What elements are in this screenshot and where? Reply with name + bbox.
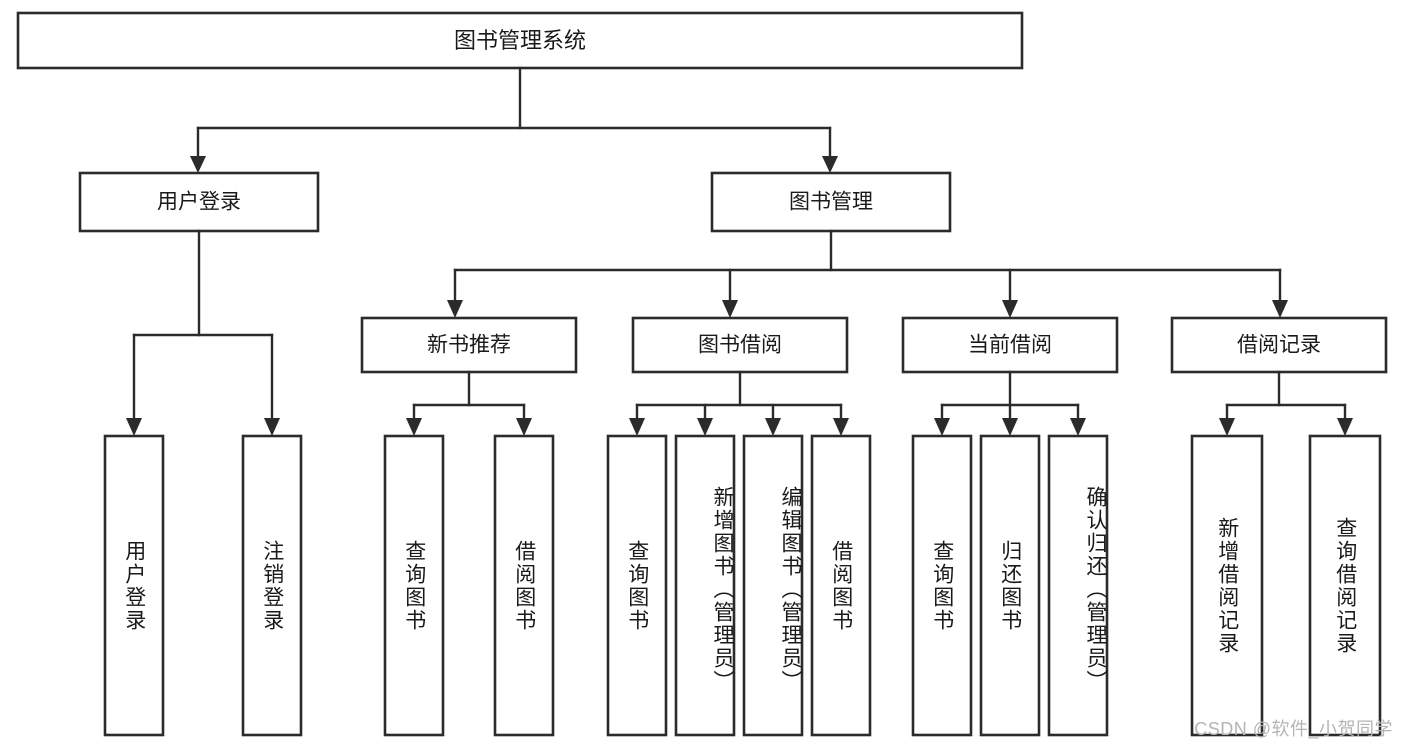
node-new-book-recommend[interactable]: 新书推荐 — [360, 316, 578, 374]
node-user-login-box[interactable] — [78, 171, 320, 233]
leaf-box-current-borrow-0[interactable] — [911, 434, 973, 737]
node-current-borrow-label: 当前借阅 — [968, 334, 1052, 357]
node-borrow-record[interactable]: 借阅记录 — [1170, 316, 1388, 374]
arrow-head-icon — [1219, 418, 1235, 436]
leaf-box-book-borrow-0[interactable] — [606, 434, 668, 737]
leaf-box-user-login-1[interactable] — [241, 434, 303, 737]
connector-root-to-level2 — [190, 66, 838, 173]
connector-user-login-to-leaves — [126, 229, 280, 436]
node-book-borrow-label: 图书借阅 — [698, 334, 782, 357]
arrow-head-icon — [190, 156, 206, 173]
arrow-head-icon — [1272, 300, 1288, 318]
arrow-head-icon — [1337, 418, 1353, 436]
node-new-book-recommend-label: 新书推荐 — [427, 334, 511, 357]
connector-book-management-to-level3 — [447, 229, 1288, 318]
node-current-borrow[interactable]: 当前借阅 — [901, 316, 1119, 374]
node-new-book-recommend-box[interactable] — [360, 316, 578, 374]
arrow-head-icon — [1070, 418, 1086, 436]
arrow-head-icon — [722, 300, 738, 318]
node-user-login-label: 用户登录 — [157, 191, 241, 214]
leaf-box-book-borrow-2[interactable] — [742, 434, 804, 737]
node-current-borrow-box[interactable] — [901, 316, 1119, 374]
connector-borrow-record-to-leaves — [1219, 370, 1353, 436]
arrow-head-icon — [833, 418, 849, 436]
csdn-watermark: CSDN @软件_小贺同学 — [1194, 719, 1393, 739]
leaf-box-user-login-0[interactable] — [103, 434, 165, 737]
node-root-label: 图书管理系统 — [454, 28, 586, 53]
leaf-box-current-borrow-2[interactable] — [1047, 434, 1109, 737]
arrow-head-icon — [447, 300, 463, 318]
connector-book-borrow-to-leaves — [629, 370, 849, 436]
arrow-head-icon — [629, 418, 645, 436]
node-book-borrow[interactable]: 图书借阅 — [631, 316, 849, 374]
connector-current-borrow-to-leaves — [934, 370, 1086, 436]
leaf-box-borrow-record-0[interactable] — [1190, 434, 1264, 737]
arrow-head-icon — [1002, 418, 1018, 436]
arrow-head-icon — [822, 156, 838, 173]
arrow-head-icon — [934, 418, 950, 436]
arrow-head-icon — [126, 418, 142, 436]
node-borrow-record-label: 借阅记录 — [1237, 334, 1321, 357]
node-root[interactable]: 图书管理系统 — [16, 11, 1024, 70]
arrow-head-icon — [516, 418, 532, 436]
arrow-head-icon — [264, 418, 280, 436]
leaf-box-new-book-recommend-1[interactable] — [493, 434, 555, 737]
leaf-box-book-borrow-1[interactable] — [674, 434, 736, 737]
leaf-box-new-book-recommend-0[interactable] — [383, 434, 445, 737]
node-user-login[interactable]: 用户登录 — [78, 171, 320, 233]
leaf-box-borrow-record-1[interactable] — [1308, 434, 1382, 737]
arrow-head-icon — [765, 418, 781, 436]
leaf-box-current-borrow-1[interactable] — [979, 434, 1041, 737]
node-book-management-label: 图书管理 — [789, 191, 873, 214]
arrow-head-icon — [697, 418, 713, 436]
arrow-head-icon — [406, 418, 422, 436]
connector-new-book-recommend-to-leaves — [406, 370, 532, 436]
node-root-box[interactable] — [16, 11, 1024, 70]
arrow-head-icon — [1002, 300, 1018, 318]
node-book-management[interactable]: 图书管理 — [710, 171, 952, 233]
leaf-box-book-borrow-3[interactable] — [810, 434, 872, 737]
